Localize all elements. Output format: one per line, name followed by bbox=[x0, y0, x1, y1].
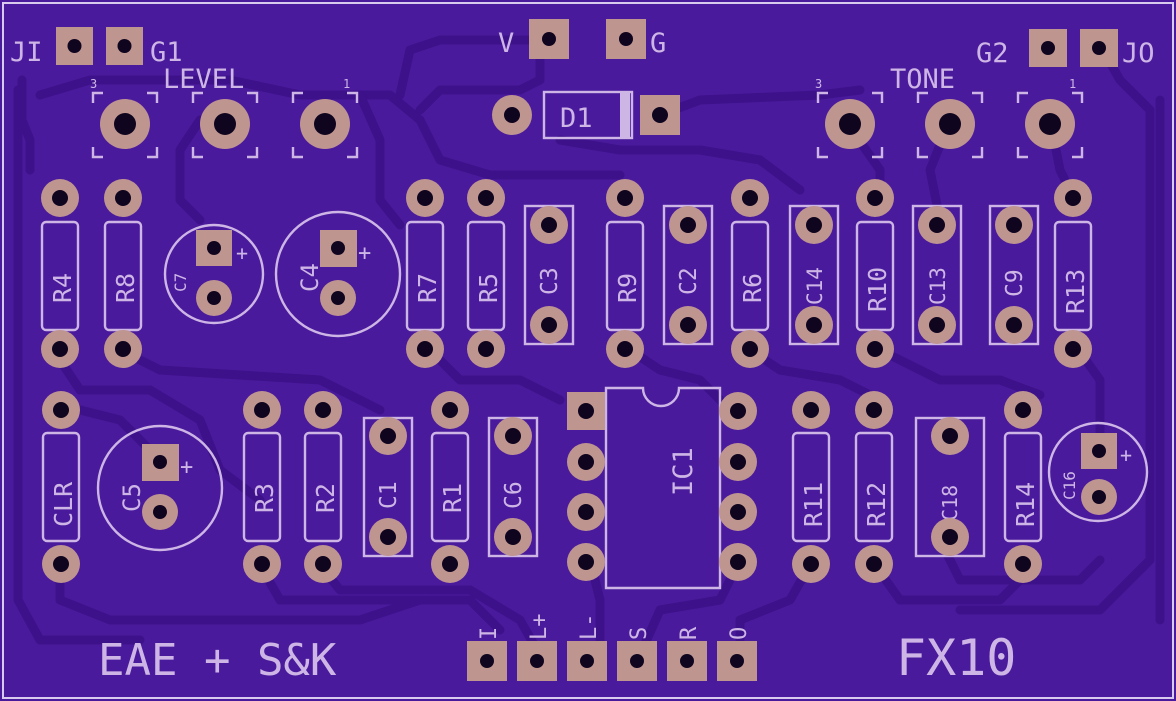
resistor-r3: R3 bbox=[242, 391, 282, 583]
svg-text:3: 3 bbox=[815, 77, 822, 91]
io-header: I L+ L- S R O bbox=[467, 614, 757, 681]
resistor-r4: R4 bbox=[40, 179, 80, 368]
capacitor-c5: + C5 bbox=[96, 424, 224, 552]
capacitor-c7: + C7 bbox=[163, 223, 265, 325]
svg-text:R13: R13 bbox=[1061, 269, 1090, 314]
svg-text:L+: L+ bbox=[527, 614, 552, 641]
svg-text:C7: C7 bbox=[171, 273, 190, 292]
svg-text:I: I bbox=[477, 627, 502, 640]
svg-text:+: + bbox=[1120, 443, 1132, 467]
g1-label: G1 bbox=[150, 37, 183, 68]
svg-text:C18: C18 bbox=[938, 485, 962, 521]
svg-text:C14: C14 bbox=[803, 267, 827, 305]
resistor-r13: R13 bbox=[1053, 179, 1093, 368]
ji-label: JI bbox=[10, 37, 43, 68]
svg-text:+: + bbox=[358, 241, 371, 266]
svg-text:L-: L- bbox=[577, 614, 602, 641]
tone-potentiometer: TONE 3 1 bbox=[815, 64, 1084, 159]
capacitor-c3: C3 bbox=[523, 204, 575, 346]
svg-text:C3: C3 bbox=[537, 267, 563, 295]
svg-text:R4: R4 bbox=[48, 273, 77, 303]
svg-text:R1: R1 bbox=[438, 483, 467, 513]
capacitor-c6: C6 bbox=[487, 416, 539, 558]
svg-text:3: 3 bbox=[90, 77, 97, 91]
resistor-clr: CLR bbox=[41, 391, 81, 583]
resistor-r11: R11 bbox=[791, 391, 831, 583]
capacitor-c2: C2 bbox=[662, 204, 714, 346]
svg-text:C9: C9 bbox=[1002, 269, 1028, 297]
resistor-r8: R8 bbox=[103, 179, 143, 368]
resistor-r2: R2 bbox=[303, 391, 343, 583]
credit-text: EAE + S&K bbox=[98, 635, 337, 686]
svg-text:+: + bbox=[236, 241, 248, 265]
svg-text:R10: R10 bbox=[863, 267, 892, 312]
v-label: V bbox=[498, 28, 514, 59]
jack-out-connector: G2 JO bbox=[976, 29, 1155, 69]
jack-in-connector: JI G1 bbox=[10, 27, 183, 68]
svg-text:R3: R3 bbox=[250, 483, 279, 513]
capacitor-c9: C9 bbox=[988, 204, 1040, 346]
g2-label: G2 bbox=[976, 38, 1009, 69]
svg-text:R: R bbox=[677, 626, 702, 640]
svg-text:R12: R12 bbox=[862, 482, 891, 527]
svg-text:C2: C2 bbox=[676, 267, 702, 295]
svg-text:R8: R8 bbox=[111, 273, 140, 303]
svg-text:C5: C5 bbox=[118, 483, 146, 512]
level-potentiometer: LEVEL 3 1 bbox=[90, 64, 359, 159]
svg-text:C1: C1 bbox=[376, 481, 402, 509]
board-name: FX10 bbox=[896, 629, 1016, 687]
svg-text:R14: R14 bbox=[1011, 482, 1040, 527]
resistor-r14: R14 bbox=[1003, 391, 1043, 583]
svg-text:R7: R7 bbox=[413, 273, 442, 303]
svg-text:R5: R5 bbox=[474, 273, 503, 303]
resistor-r9: R9 bbox=[605, 179, 645, 368]
resistor-r10: R10 bbox=[855, 179, 895, 368]
resistor-r12: R12 bbox=[854, 391, 894, 583]
svg-text:O: O bbox=[727, 627, 752, 640]
resistor-r6: R6 bbox=[730, 179, 770, 368]
svg-text:S: S bbox=[627, 627, 652, 640]
svg-text:CLR: CLR bbox=[49, 481, 78, 527]
svg-text:1: 1 bbox=[1069, 77, 1076, 91]
capacitor-c14: C14 bbox=[788, 204, 840, 346]
svg-text:D1: D1 bbox=[560, 103, 593, 134]
svg-text:R6: R6 bbox=[738, 273, 767, 303]
level-label: LEVEL bbox=[163, 64, 244, 95]
ic1-chip: IC1 bbox=[567, 386, 757, 590]
svg-text:C16: C16 bbox=[1060, 471, 1079, 500]
power-connector: V G bbox=[498, 19, 666, 59]
resistor-r7: R7 bbox=[405, 179, 445, 368]
jo-label: JO bbox=[1122, 38, 1155, 69]
svg-text:IC1: IC1 bbox=[668, 447, 699, 496]
svg-text:+: + bbox=[180, 455, 193, 480]
svg-text:1: 1 bbox=[343, 77, 350, 91]
capacitor-c16: + C16 bbox=[1047, 421, 1149, 523]
capacitor-c18: C18 bbox=[914, 416, 986, 558]
resistor-r5: R5 bbox=[466, 179, 506, 368]
svg-text:C6: C6 bbox=[501, 481, 527, 509]
diode-d1: D1 bbox=[492, 90, 680, 140]
svg-text:R9: R9 bbox=[613, 273, 642, 303]
svg-text:R11: R11 bbox=[799, 482, 828, 527]
tone-label: TONE bbox=[890, 64, 955, 95]
svg-text:C4: C4 bbox=[296, 263, 324, 292]
svg-text:C13: C13 bbox=[926, 267, 950, 305]
resistor-r1: R1 bbox=[430, 391, 470, 583]
copper-traces bbox=[13, 35, 1165, 660]
g-label: G bbox=[650, 28, 666, 59]
capacitor-c1: C1 bbox=[362, 416, 414, 558]
capacitor-c13: C13 bbox=[911, 204, 963, 346]
capacitor-c4: + C4 bbox=[274, 210, 402, 338]
svg-text:R2: R2 bbox=[311, 483, 340, 513]
